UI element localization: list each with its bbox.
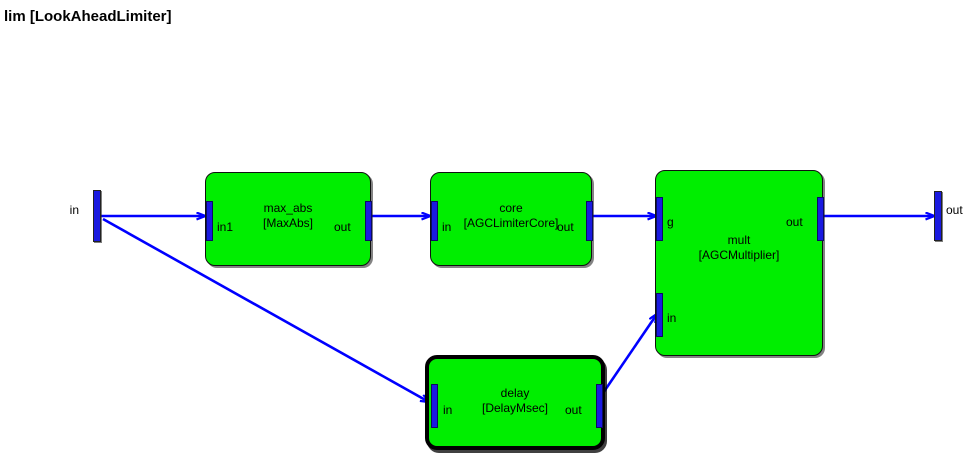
block-mult[interactable]: mult[AGCMultiplier] g in out bbox=[655, 170, 824, 356]
port-label-max_abs-out: out bbox=[334, 220, 351, 234]
port-mult-in[interactable] bbox=[656, 293, 663, 337]
boundary-port-label-in: in bbox=[69, 203, 79, 217]
port-label-mult-in: in bbox=[667, 311, 677, 325]
wire-in-to-delay[interactable] bbox=[102, 217, 429, 402]
port-label-core-in: in bbox=[442, 220, 452, 234]
port-label-core-out: out bbox=[557, 220, 574, 234]
port-mult-g[interactable] bbox=[656, 197, 663, 241]
block-name-max_abs: max_abs bbox=[263, 201, 313, 215]
block-name-delay: delay bbox=[500, 386, 530, 400]
port-mult-out[interactable] bbox=[817, 197, 824, 241]
port-delay-in[interactable] bbox=[431, 384, 438, 428]
port-core-out[interactable] bbox=[586, 201, 593, 241]
port-core-in[interactable] bbox=[431, 201, 438, 241]
block-name-core: core bbox=[499, 201, 523, 215]
boundary-port-in[interactable] bbox=[93, 190, 101, 242]
wire-delay-to-mult[interactable] bbox=[599, 314, 657, 397]
boundary-port-out[interactable] bbox=[934, 191, 942, 241]
port-max_abs-out[interactable] bbox=[365, 201, 372, 241]
port-label-mult-g: g bbox=[667, 215, 674, 229]
block-name-mult: mult bbox=[727, 233, 751, 247]
page-title: lim [LookAheadLimiter] bbox=[4, 8, 172, 25]
block-type-mult: [AGCMultiplier] bbox=[698, 248, 780, 262]
boundary-port-label-out: out bbox=[946, 203, 963, 217]
port-max_abs-in1[interactable] bbox=[206, 201, 213, 241]
port-delay-out[interactable] bbox=[596, 384, 603, 428]
port-label-mult-out: out bbox=[786, 215, 803, 229]
port-label-delay-out: out bbox=[565, 403, 582, 417]
port-label-max_abs-in1: in1 bbox=[217, 220, 234, 234]
block-label-mult: mult[AGCMultiplier] bbox=[656, 233, 822, 263]
port-label-delay-in: in bbox=[443, 403, 453, 417]
